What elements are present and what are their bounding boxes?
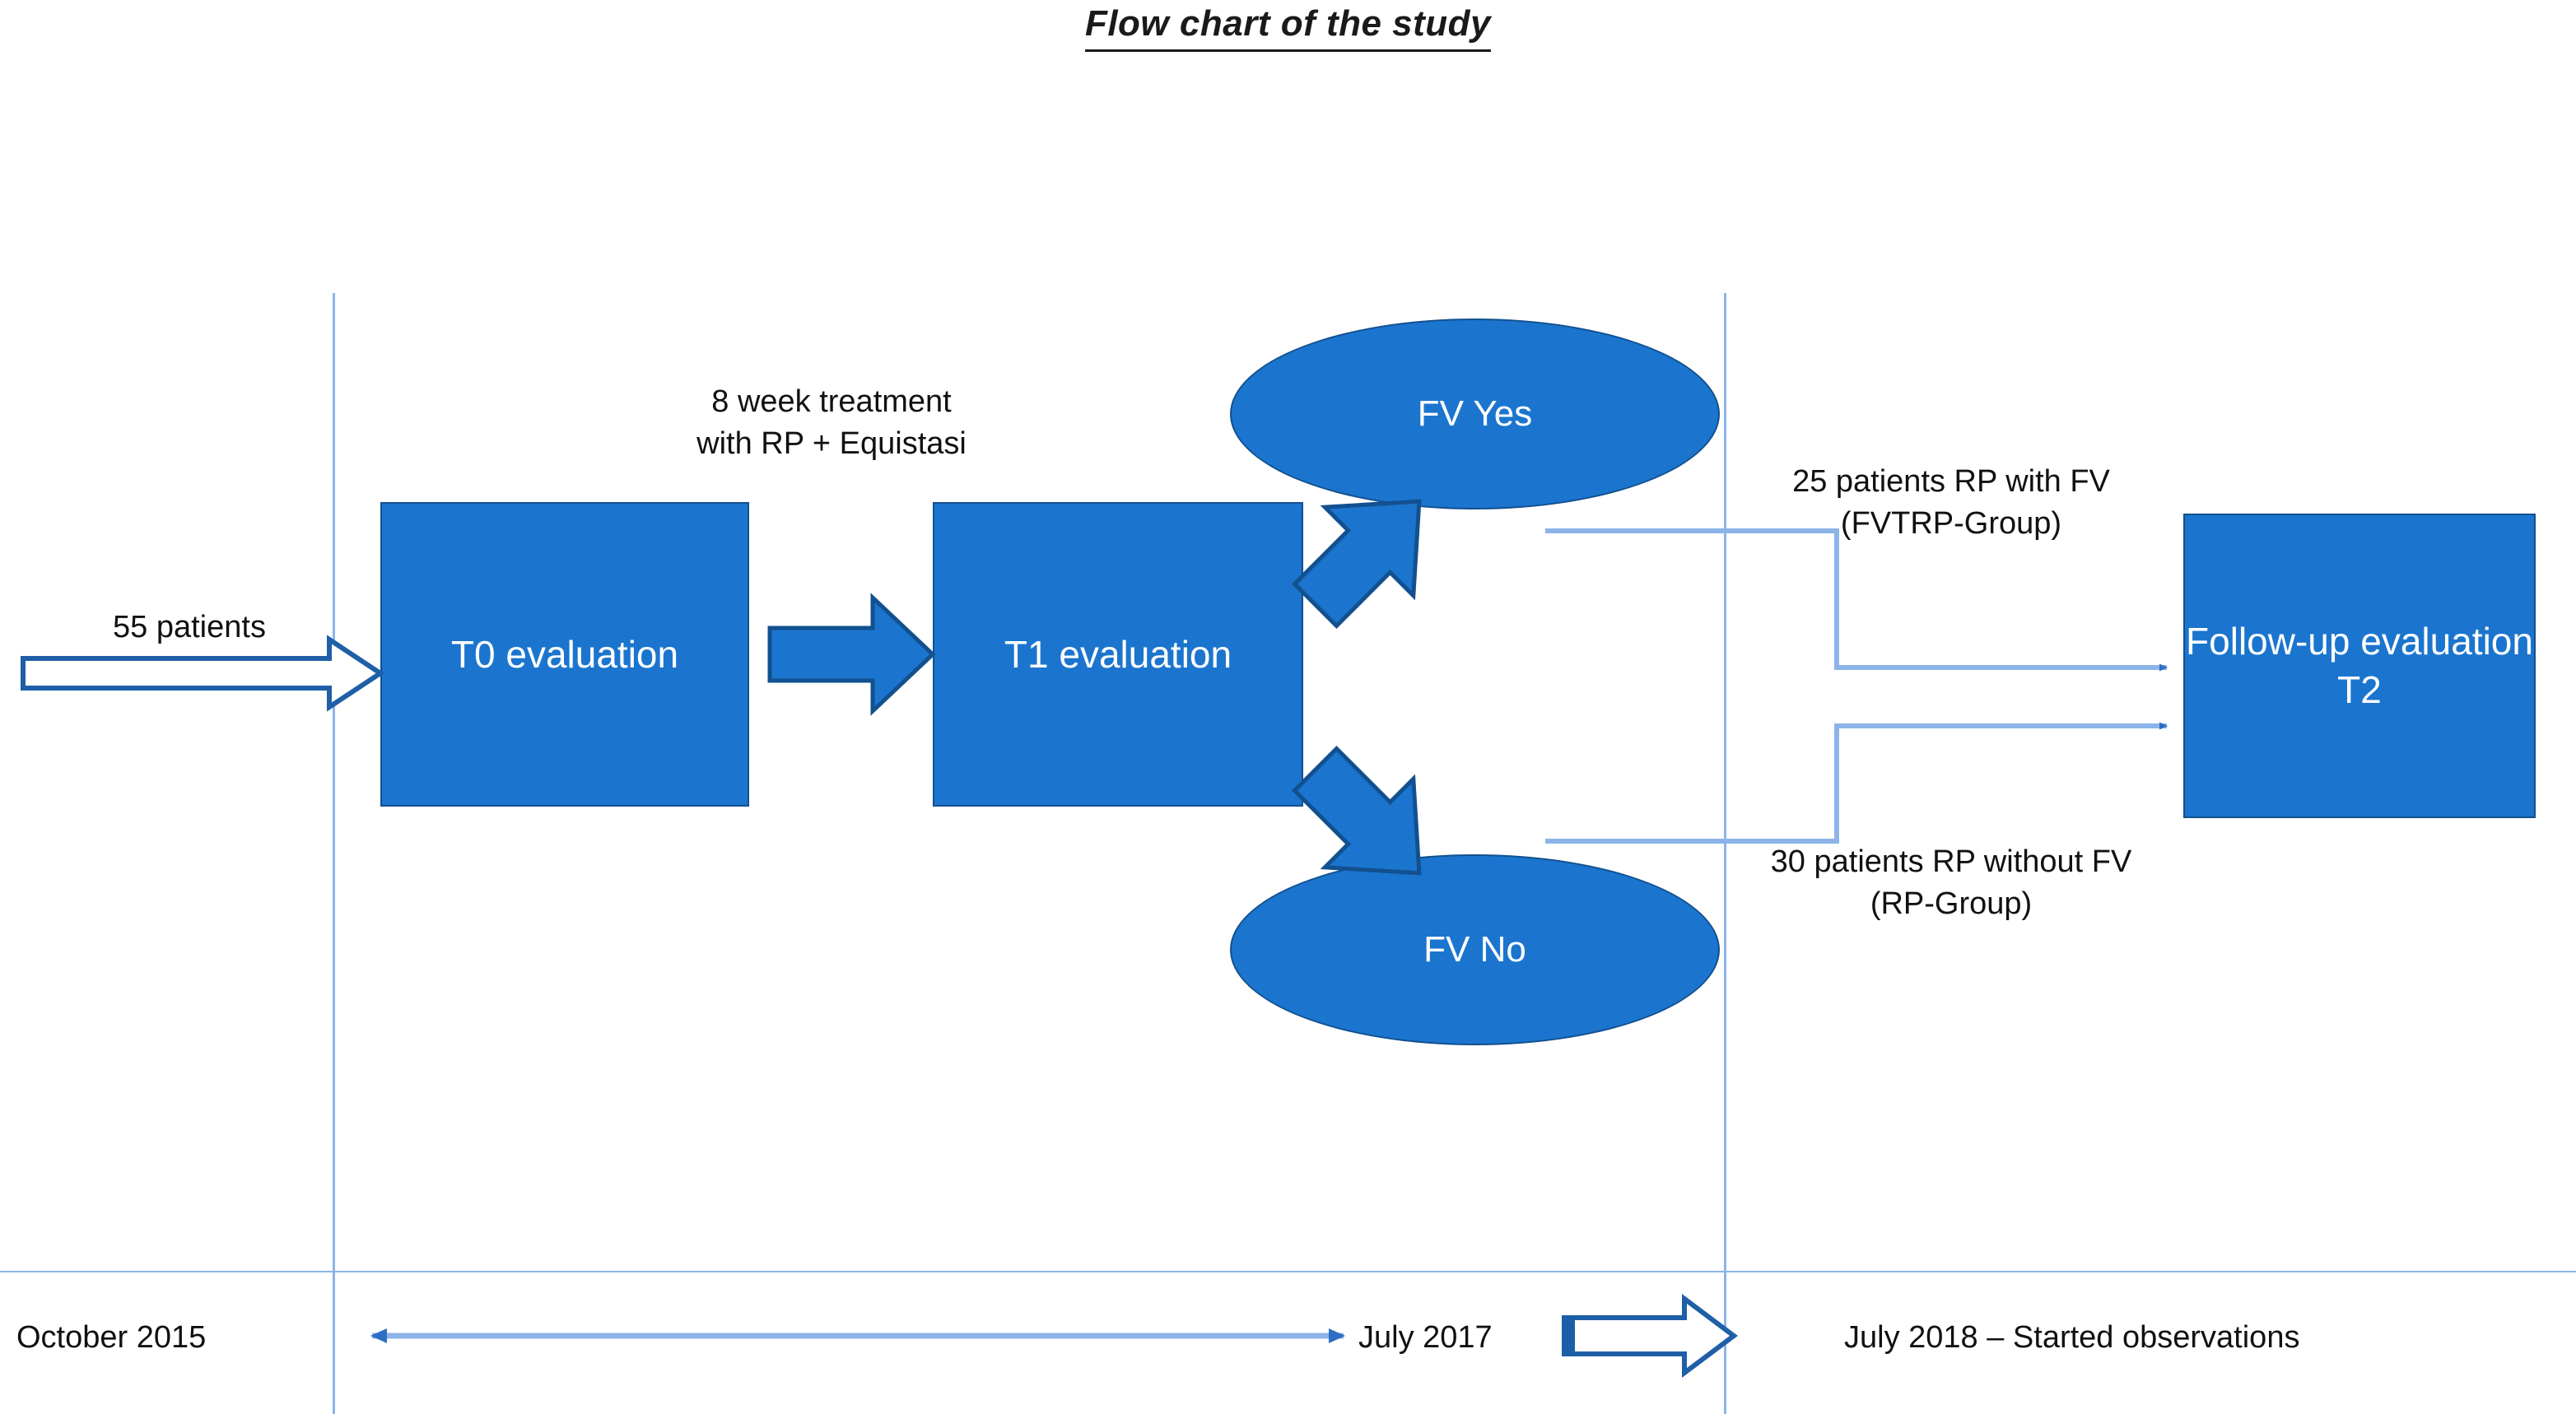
- box-followup-evaluation-t2[interactable]: Follow-up evaluation T2: [2183, 514, 2536, 818]
- timeline-guide-left: [333, 293, 335, 1414]
- timeline-label-end: July 2018 – Started observations: [1844, 1320, 2300, 1355]
- treatment-note: 8 week treatment with RP + Equistasi: [696, 384, 967, 461]
- ellipse-fv-no[interactable]: FV No: [1230, 854, 1720, 1045]
- timeline-label-start: October 2015: [16, 1320, 207, 1355]
- group-label-fvtrp: 25 patients RP with FV (FVTRP-Group): [1792, 464, 2110, 541]
- hollow-arrow-observation-period: [1566, 1294, 1738, 1378]
- ellipse-fv-yes[interactable]: FV Yes: [1230, 319, 1720, 509]
- box-t1-label: T1 evaluation: [1004, 632, 1232, 676]
- ellipse-fv-yes-label: FV Yes: [1417, 393, 1533, 434]
- connector-fv-no-to-followup: [1545, 722, 2168, 844]
- connector-fv-yes-to-followup: [1545, 528, 2168, 672]
- ellipse-fv-no-label: FV No: [1423, 929, 1526, 970]
- page-title: Flow chart of the study: [0, 3, 2576, 52]
- timeline-label-mid: July 2017: [1358, 1320, 1493, 1355]
- hollow-arrow-intake: [21, 635, 385, 712]
- box-t0-label: T0 evaluation: [450, 632, 679, 676]
- group-label-rp: 30 patients RP without FV (RP-Group): [1770, 844, 2132, 921]
- timeline-guide-right: [1724, 293, 1726, 1414]
- intake-label: 55 patients: [113, 610, 266, 644]
- page-title-text: Flow chart of the study: [1084, 3, 1492, 52]
- box-t1-evaluation[interactable]: T1 evaluation: [933, 502, 1303, 807]
- solid-arrow-t0-to-t1: [767, 593, 936, 716]
- box-t0-evaluation[interactable]: T0 evaluation: [380, 502, 749, 807]
- timeline-baseline: [0, 1271, 2576, 1272]
- box-followup-label: Follow-up evaluation T2: [2186, 620, 2533, 711]
